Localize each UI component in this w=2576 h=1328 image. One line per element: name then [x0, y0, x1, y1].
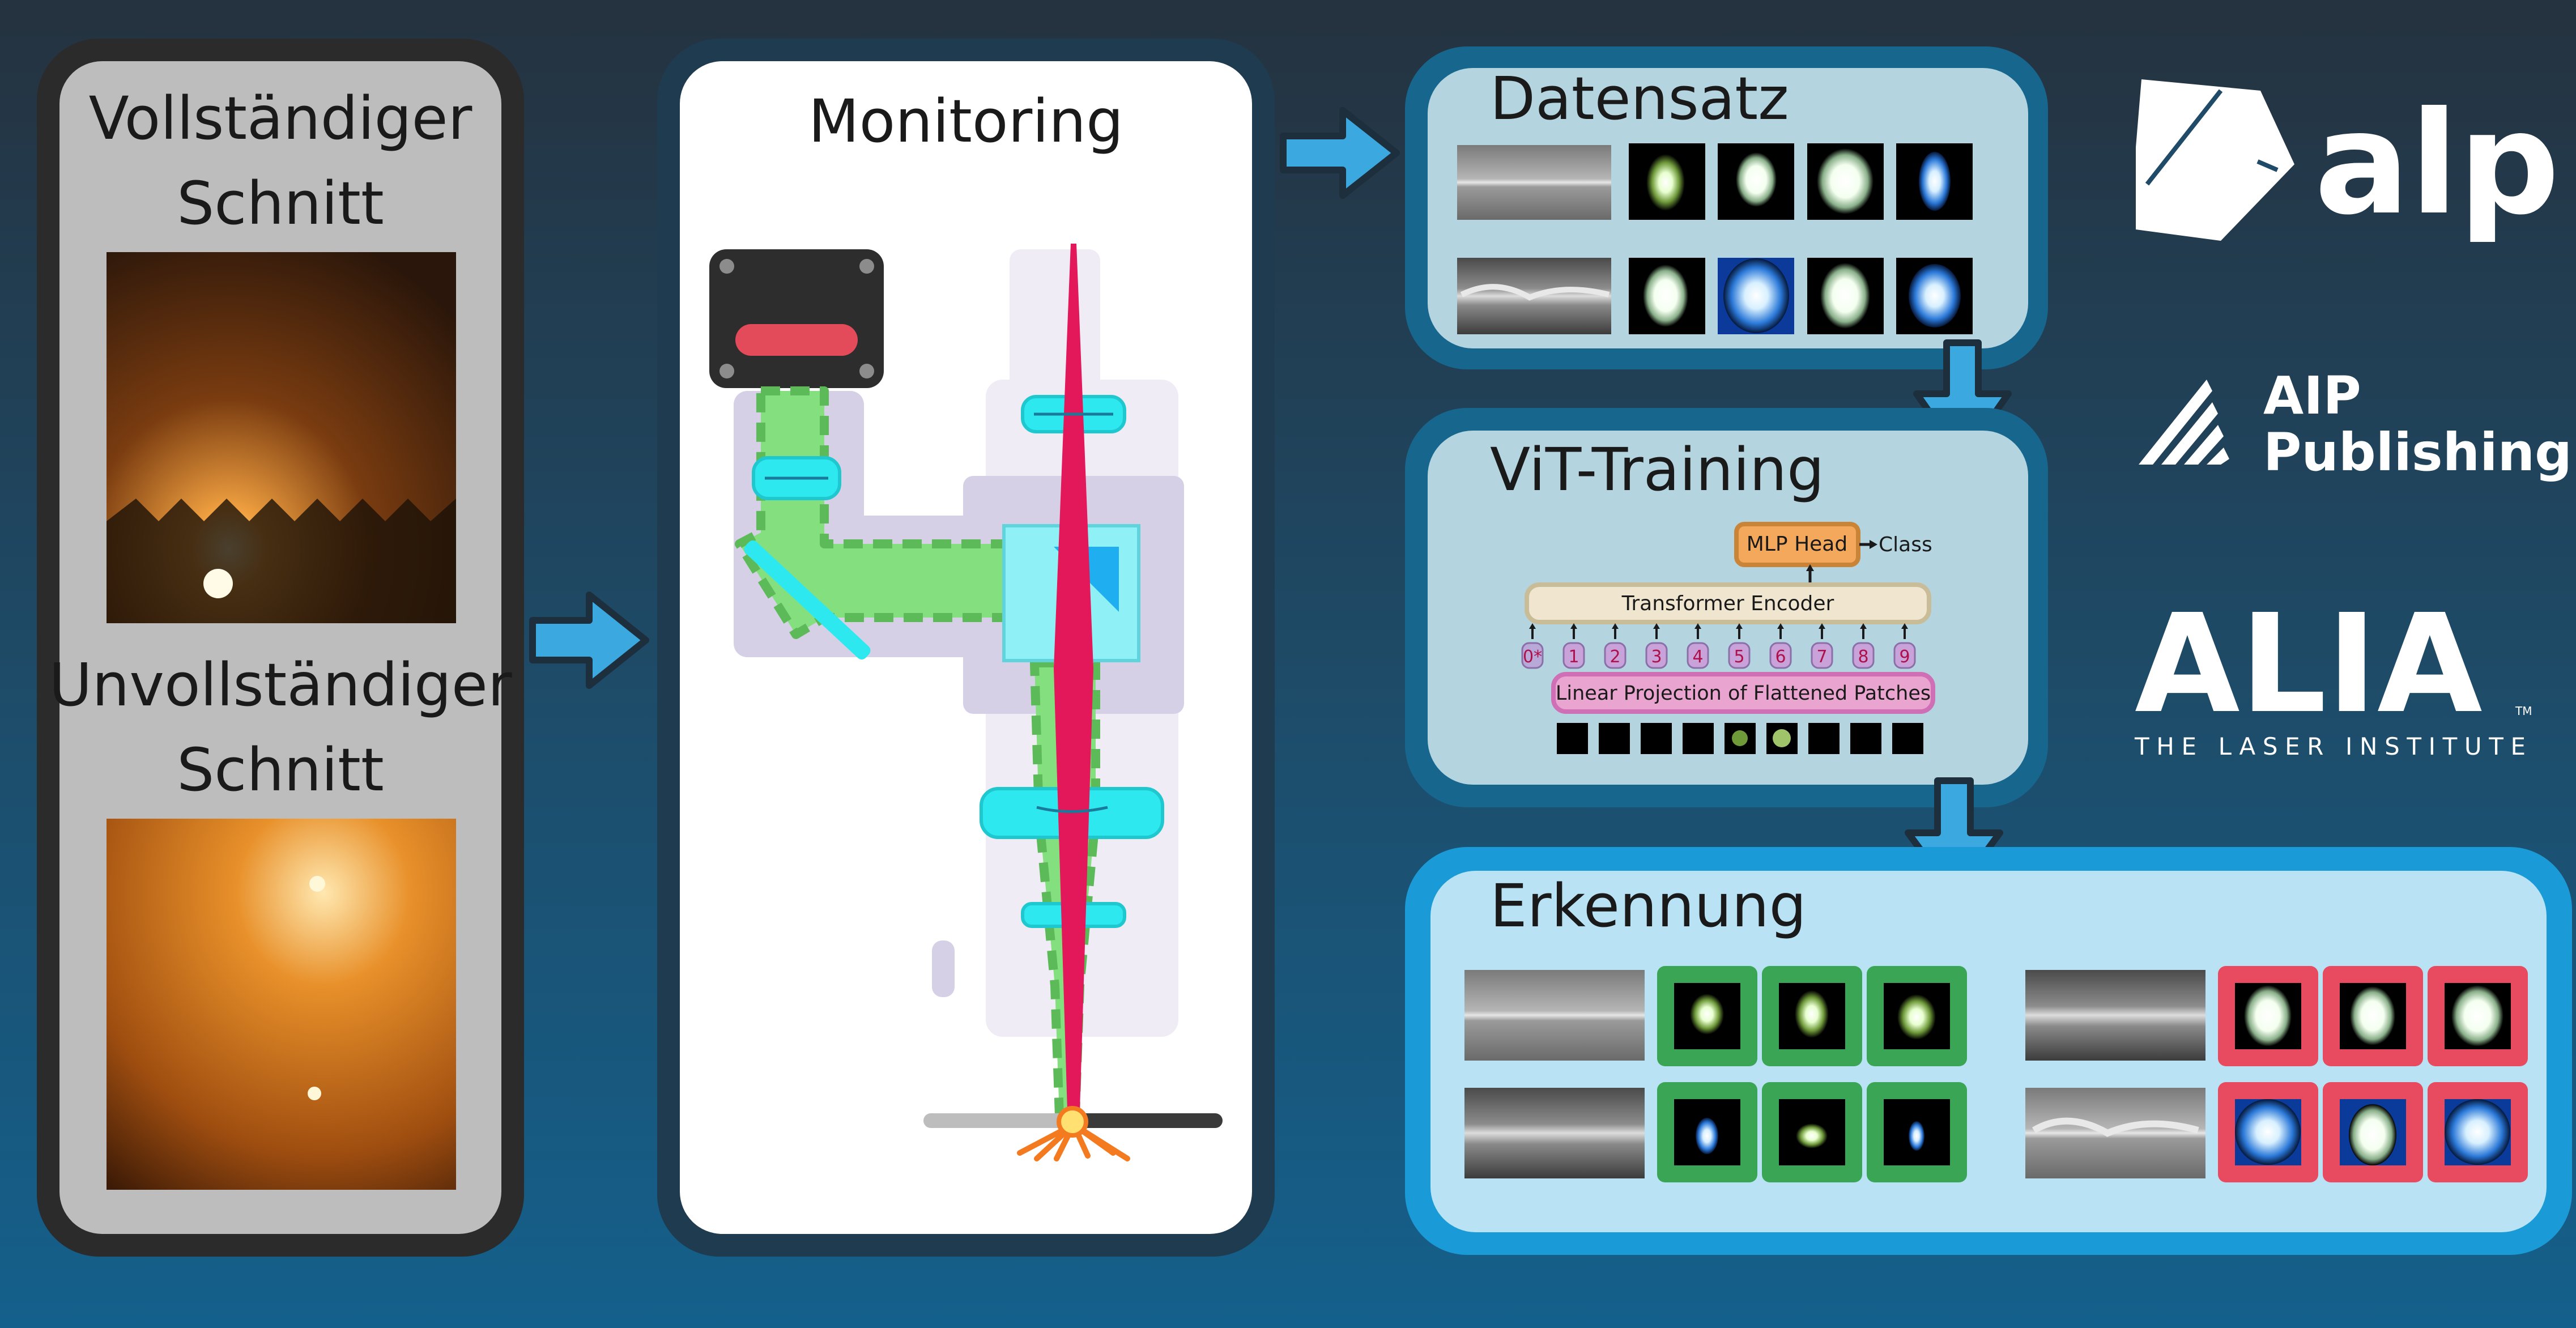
token-embedding [1521, 642, 1544, 669]
alia-logo-trademark: TM [2515, 704, 2532, 718]
workpiece [923, 1113, 1223, 1128]
lens-markings [765, 412, 1113, 813]
token-arrowhead [1653, 623, 1660, 629]
complete-cut-photo [107, 252, 456, 623]
monitoring-title: Monitoring [808, 87, 1123, 156]
detection-panel: Erkennung [1405, 847, 2572, 1255]
token-arrowhead [1612, 623, 1619, 629]
token-arrowhead [1901, 623, 1908, 629]
token-arrowhead [1860, 623, 1867, 629]
dataset-panel: Datensatz [1405, 46, 2048, 369]
token-embedding [1687, 642, 1709, 669]
detection-surface-samples [1464, 970, 2205, 1178]
mlp-head-label: MLP Head [1747, 533, 1847, 556]
mlp-head-box: MLP Head [1734, 522, 1860, 567]
token-embedding [1604, 642, 1627, 669]
linear-projection-box: Linear Projection of Flattened Patches [1551, 672, 1935, 714]
dataset-process-images [1629, 143, 1973, 334]
token-label: 9 [1899, 647, 1910, 667]
detection-incorrect-results [2218, 966, 2528, 1182]
token-arrowhead [1819, 623, 1825, 629]
token-arrowhead [1529, 623, 1536, 629]
token-embedding [1811, 642, 1833, 669]
token-row: 0* 1 2 3 4 5 6 7 8 9 [1521, 623, 1916, 669]
alp-logo-text: alp [2314, 81, 2560, 246]
detection-title: Erkennung [1490, 871, 1807, 940]
token-label: 8 [1858, 647, 1868, 667]
incomplete-cut-title-line1: Unvollständiger [49, 650, 512, 720]
vit-training-panel: ViT-Training MLP Head Class Transformer … [1405, 408, 2048, 807]
token-arrowhead [1736, 623, 1743, 629]
class-label: Class [1879, 533, 1932, 556]
aip-logo-line1: AIP [2263, 365, 2361, 426]
dataset-surface-samples [1457, 145, 1611, 334]
token-label: 1 [1568, 647, 1579, 667]
alp-logo: alp [2136, 79, 2560, 246]
token-label: 6 [1775, 647, 1786, 667]
token-arrowhead [1570, 623, 1577, 629]
token-label: 0* [1523, 647, 1542, 667]
alia-logo: ALIA TM THE LASER INSTITUTE [2134, 585, 2532, 760]
incomplete-cut-photo [107, 819, 456, 1190]
deflection-mirror [744, 540, 871, 659]
token-label: 2 [1610, 647, 1620, 667]
class-arrowhead [1870, 540, 1877, 549]
token-label: 4 [1692, 647, 1703, 667]
token-embedding [1645, 642, 1668, 669]
complete-cut-title-line2: Schnitt [177, 169, 384, 238]
side-handle [932, 940, 955, 997]
token-embedding [1893, 642, 1916, 669]
alia-logo-text: ALIA [2135, 585, 2483, 743]
arrow-to-dataset [1280, 107, 1400, 199]
token-embedding [1769, 642, 1792, 669]
aip-rays-icon [2139, 380, 2229, 465]
aip-publishing-logo: AIP Publishing [2139, 365, 2572, 483]
incomplete-cut-title-line2: Schnitt [177, 735, 384, 805]
dataset-title: Datensatz [1490, 64, 1789, 133]
complete-cut-title-line1: Vollständiger [89, 84, 472, 153]
arrow-to-monitoring [529, 591, 649, 689]
detection-correct-results [1657, 966, 1967, 1182]
camera-icon [709, 249, 884, 388]
token-embedding [1728, 642, 1751, 669]
image-patches-row [1557, 723, 1923, 754]
transformer-encoder-label: Transformer Encoder [1621, 592, 1834, 615]
token-arrowhead [1694, 623, 1701, 629]
token-embedding [1852, 642, 1875, 669]
vit-training-title: ViT-Training [1490, 435, 1824, 504]
aip-logo-line2: Publishing [2263, 422, 2572, 483]
token-embedding [1562, 642, 1585, 669]
monitoring-panel: Monitoring [657, 39, 1275, 1257]
token-arrowhead [1777, 623, 1784, 629]
encoder-to-mlp-arrowhead [1806, 564, 1814, 571]
processing-laser-beam [1054, 244, 1093, 1110]
token-label: 5 [1734, 647, 1744, 667]
token-label: 7 [1816, 647, 1827, 667]
cut-examples-panel: Vollständiger Schnitt Unvollständiger Sc… [37, 39, 524, 1257]
transformer-encoder-box: Transformer Encoder [1525, 582, 1931, 624]
spark-icon [1017, 1106, 1130, 1161]
linear-projection-label: Linear Projection of Flattened Patches [1556, 682, 1931, 705]
token-label: 3 [1651, 647, 1662, 667]
